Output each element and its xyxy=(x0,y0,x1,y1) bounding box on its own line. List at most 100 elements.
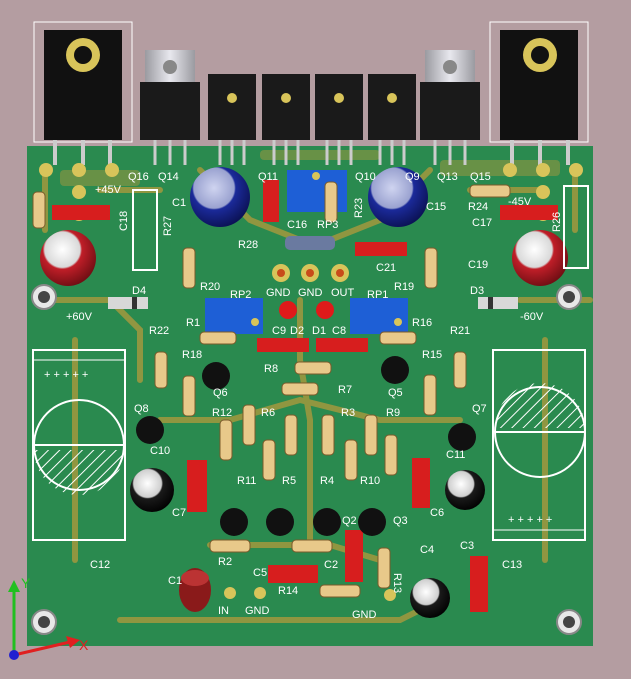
label-c4: C4 xyxy=(420,544,434,556)
label-c11: C11 xyxy=(446,449,465,461)
label-c8: C8 xyxy=(332,325,346,337)
label-c12: C12 xyxy=(90,559,110,571)
label-in: IN xyxy=(218,605,229,617)
label-c15: C15 xyxy=(426,201,446,213)
label-r5: R5 xyxy=(282,475,296,487)
label-q5: Q5 xyxy=(388,387,403,399)
diode-d4 xyxy=(108,297,148,309)
to220-driver-1 xyxy=(208,74,256,165)
label-plus-marks-c12: + + + + + xyxy=(44,369,88,381)
label-minus60v: -60V xyxy=(520,311,544,323)
to220-q9 xyxy=(368,74,416,165)
label-c1: C1 xyxy=(172,197,186,209)
label-c13: C13 xyxy=(502,559,522,571)
label-r21: R21 xyxy=(450,325,470,337)
cap-c11-black xyxy=(445,470,485,510)
label-q14: Q14 xyxy=(158,171,179,183)
to220-q13 xyxy=(420,50,480,165)
label-r14: R14 xyxy=(278,585,298,597)
led-d1 xyxy=(316,301,334,319)
label-d3: D3 xyxy=(470,285,484,297)
label-rp1: RP1 xyxy=(367,289,388,301)
to220-q10 xyxy=(315,74,363,165)
r26-footprint xyxy=(563,185,589,269)
diode-d3 xyxy=(478,297,518,309)
resistor-r28-blue xyxy=(285,236,335,250)
pcb-board xyxy=(27,146,593,646)
cap-c1-bottom xyxy=(179,568,211,612)
label-r28: R28 xyxy=(238,239,258,251)
cap-c13-outline xyxy=(492,349,586,541)
label-q13: Q13 xyxy=(437,171,458,183)
power-transistor-q16 xyxy=(33,21,133,165)
label-r11: R11 xyxy=(237,475,256,487)
label-c19: C19 xyxy=(468,259,488,271)
cap-c4-black xyxy=(410,578,450,618)
label-q6: Q6 xyxy=(213,387,228,399)
label-gnd3: GND xyxy=(245,605,270,617)
label-c2: C2 xyxy=(324,559,338,571)
cap-c15-blue xyxy=(368,167,428,227)
smd-caps-red xyxy=(52,180,558,612)
label-gnd2: GND xyxy=(298,287,323,299)
cap-c10-black xyxy=(130,468,174,512)
label-c17: C17 xyxy=(472,217,492,229)
label-r3: R3 xyxy=(341,407,355,419)
silkscreen-labels: Q16 Q14 Q11 Q10 Q9 Q13 Q15 +45V -45V +60… xyxy=(44,171,563,621)
mounting-holes xyxy=(31,284,582,635)
label-r26: R26 xyxy=(551,212,563,232)
label-r27: R27 xyxy=(162,216,174,236)
label-r23: R23 xyxy=(353,198,365,218)
label-r8: R8 xyxy=(264,363,278,375)
label-minus45v: -45V xyxy=(508,196,532,208)
label-q3: Q3 xyxy=(393,515,408,527)
label-plus60v: +60V xyxy=(66,311,93,323)
label-q8: Q8 xyxy=(134,403,149,415)
to220-q14 xyxy=(140,50,200,165)
trimmer-rp1 xyxy=(350,298,408,334)
label-c16: C16 xyxy=(287,219,307,231)
label-c3: C3 xyxy=(460,540,474,552)
label-r24: R24 xyxy=(468,201,488,213)
label-c10: C10 xyxy=(150,445,170,457)
label-plus-marks-c13: + + + + + xyxy=(508,514,552,526)
power-transistor-q15 xyxy=(489,21,589,165)
to220-q11 xyxy=(262,74,310,165)
label-r19: R19 xyxy=(394,281,414,293)
label-r15: R15 xyxy=(422,349,442,361)
label-d2: D2 xyxy=(290,325,304,337)
label-r13: R13 xyxy=(391,573,403,593)
label-c1-bottom: C1 xyxy=(168,575,182,587)
cap-c1-blue xyxy=(190,167,250,227)
label-plus45v: +45V xyxy=(95,184,122,196)
label-q11: Q11 xyxy=(258,171,278,183)
label-q2: Q2 xyxy=(342,515,357,527)
label-d4: D4 xyxy=(132,285,146,297)
label-r12: R12 xyxy=(212,407,232,419)
label-gnd1: GND xyxy=(266,287,291,299)
r27-footprint xyxy=(132,189,158,271)
label-r10: R10 xyxy=(360,475,380,487)
label-c9: C9 xyxy=(272,325,286,337)
label-r16: R16 xyxy=(412,317,432,329)
label-r6: R6 xyxy=(261,407,275,419)
label-r18: R18 xyxy=(182,349,202,361)
axis-gizmo: Y X xyxy=(8,575,89,660)
cap-c19-left-red xyxy=(40,230,96,286)
trimmer-rp2 xyxy=(205,298,263,334)
label-out: OUT xyxy=(331,287,355,299)
label-q7: Q7 xyxy=(472,403,487,415)
label-r22: R22 xyxy=(149,325,169,337)
label-q16: Q16 xyxy=(128,171,149,183)
to92-transistors xyxy=(136,356,476,536)
label-rp3: RP3 xyxy=(317,219,338,231)
label-r1: R1 xyxy=(186,317,200,329)
label-r20: R20 xyxy=(200,281,220,293)
label-c6: C6 xyxy=(430,507,444,519)
cap-c12-outline xyxy=(32,349,126,541)
label-q15: Q15 xyxy=(470,171,491,183)
label-gnd4: GND xyxy=(352,609,377,621)
label-r2: R2 xyxy=(218,556,232,568)
